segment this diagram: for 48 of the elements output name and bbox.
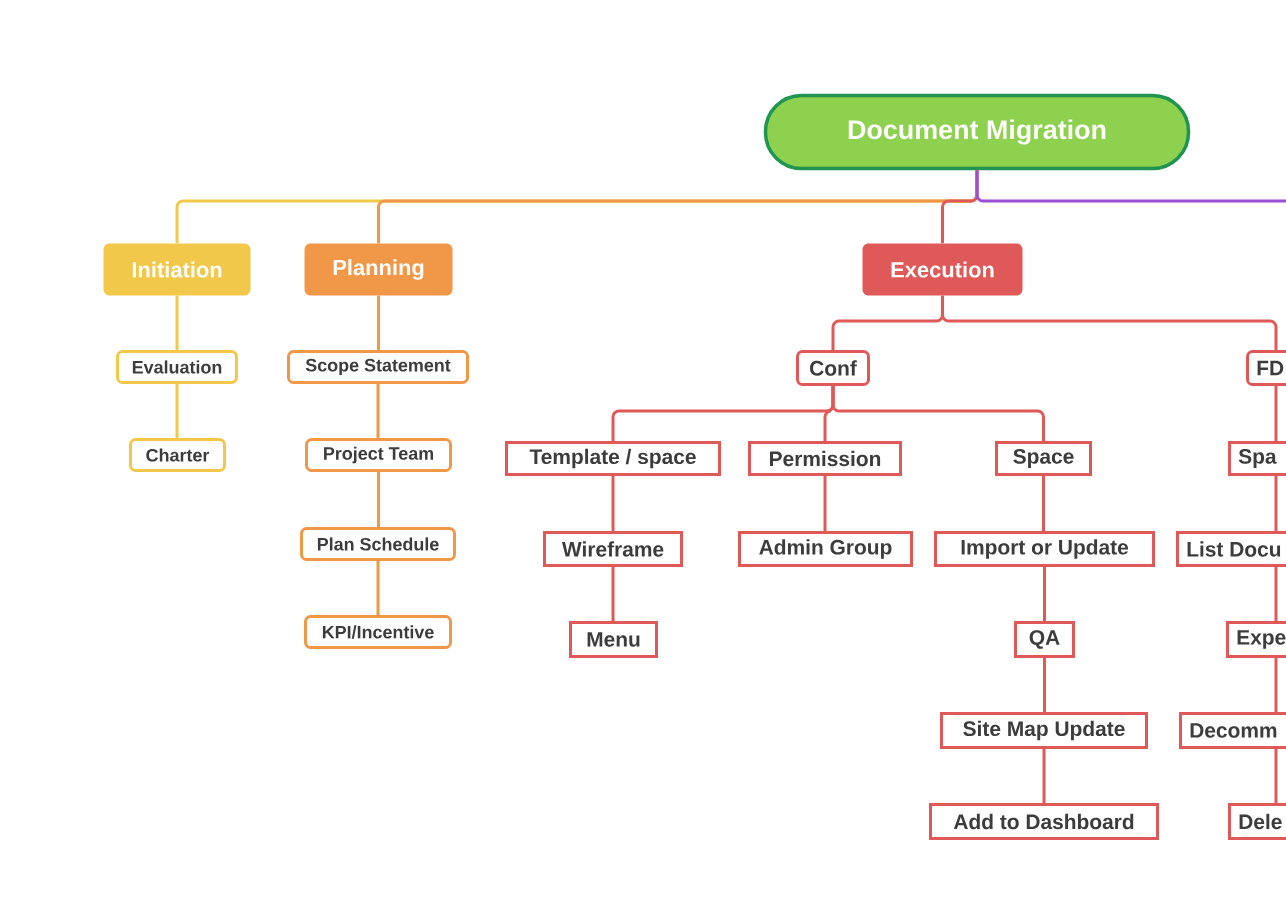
phase-box: Execution [862,243,1023,296]
topic-box: FD [1246,350,1286,386]
connector-line [1043,567,1046,621]
topic-box: KPI/Incentive [304,615,452,649]
connector-line [377,295,380,350]
phase-box: Initiation [103,243,251,296]
connector-line [1042,476,1045,531]
connector-line [823,476,827,531]
connector-line [175,384,179,438]
task-box: Add to Dashboard [929,803,1159,840]
topic-box: Charter [129,438,226,472]
connector-line [1042,749,1046,803]
connector-line [1043,658,1046,712]
task-box: Wireframe [543,531,683,567]
task-box: Spa [1228,441,1286,476]
connector-line [1274,474,1278,533]
connector-line [1274,656,1278,714]
connector-line [376,561,380,615]
connector-line [941,295,1278,352]
topic-box: Conf [796,350,870,386]
task-box: Space [995,441,1092,476]
task-box: Permission [748,441,902,476]
connector-line [611,476,615,531]
connector-line [611,567,615,621]
connector-line [376,384,380,438]
task-box: Menu [569,621,658,658]
connector-line [831,386,1045,441]
task-box: Site Map Update [940,712,1148,749]
connector-line [1274,384,1278,443]
topic-box: Evaluation [116,350,238,384]
task-box: Import or Update [934,531,1155,567]
task-box: Dele [1228,803,1286,840]
topic-box: Plan Schedule [300,527,456,561]
task-box: List Docu [1176,531,1286,567]
connector-line [1274,747,1278,805]
topic-box: Scope Statement [287,350,469,384]
connector-line [1274,565,1278,623]
task-box: QA [1014,621,1075,658]
task-box: Template / space [505,441,721,476]
topic-box: Project Team [305,438,452,472]
title-pill: Document Migration [763,93,1191,171]
connector-line [377,472,380,527]
phase-box: Planning [304,243,453,296]
task-box: Expe [1226,621,1286,658]
task-box: Admin Group [738,531,913,567]
task-box: Decomm [1179,712,1286,749]
connector-line [975,170,1286,203]
connector-line [175,295,179,350]
